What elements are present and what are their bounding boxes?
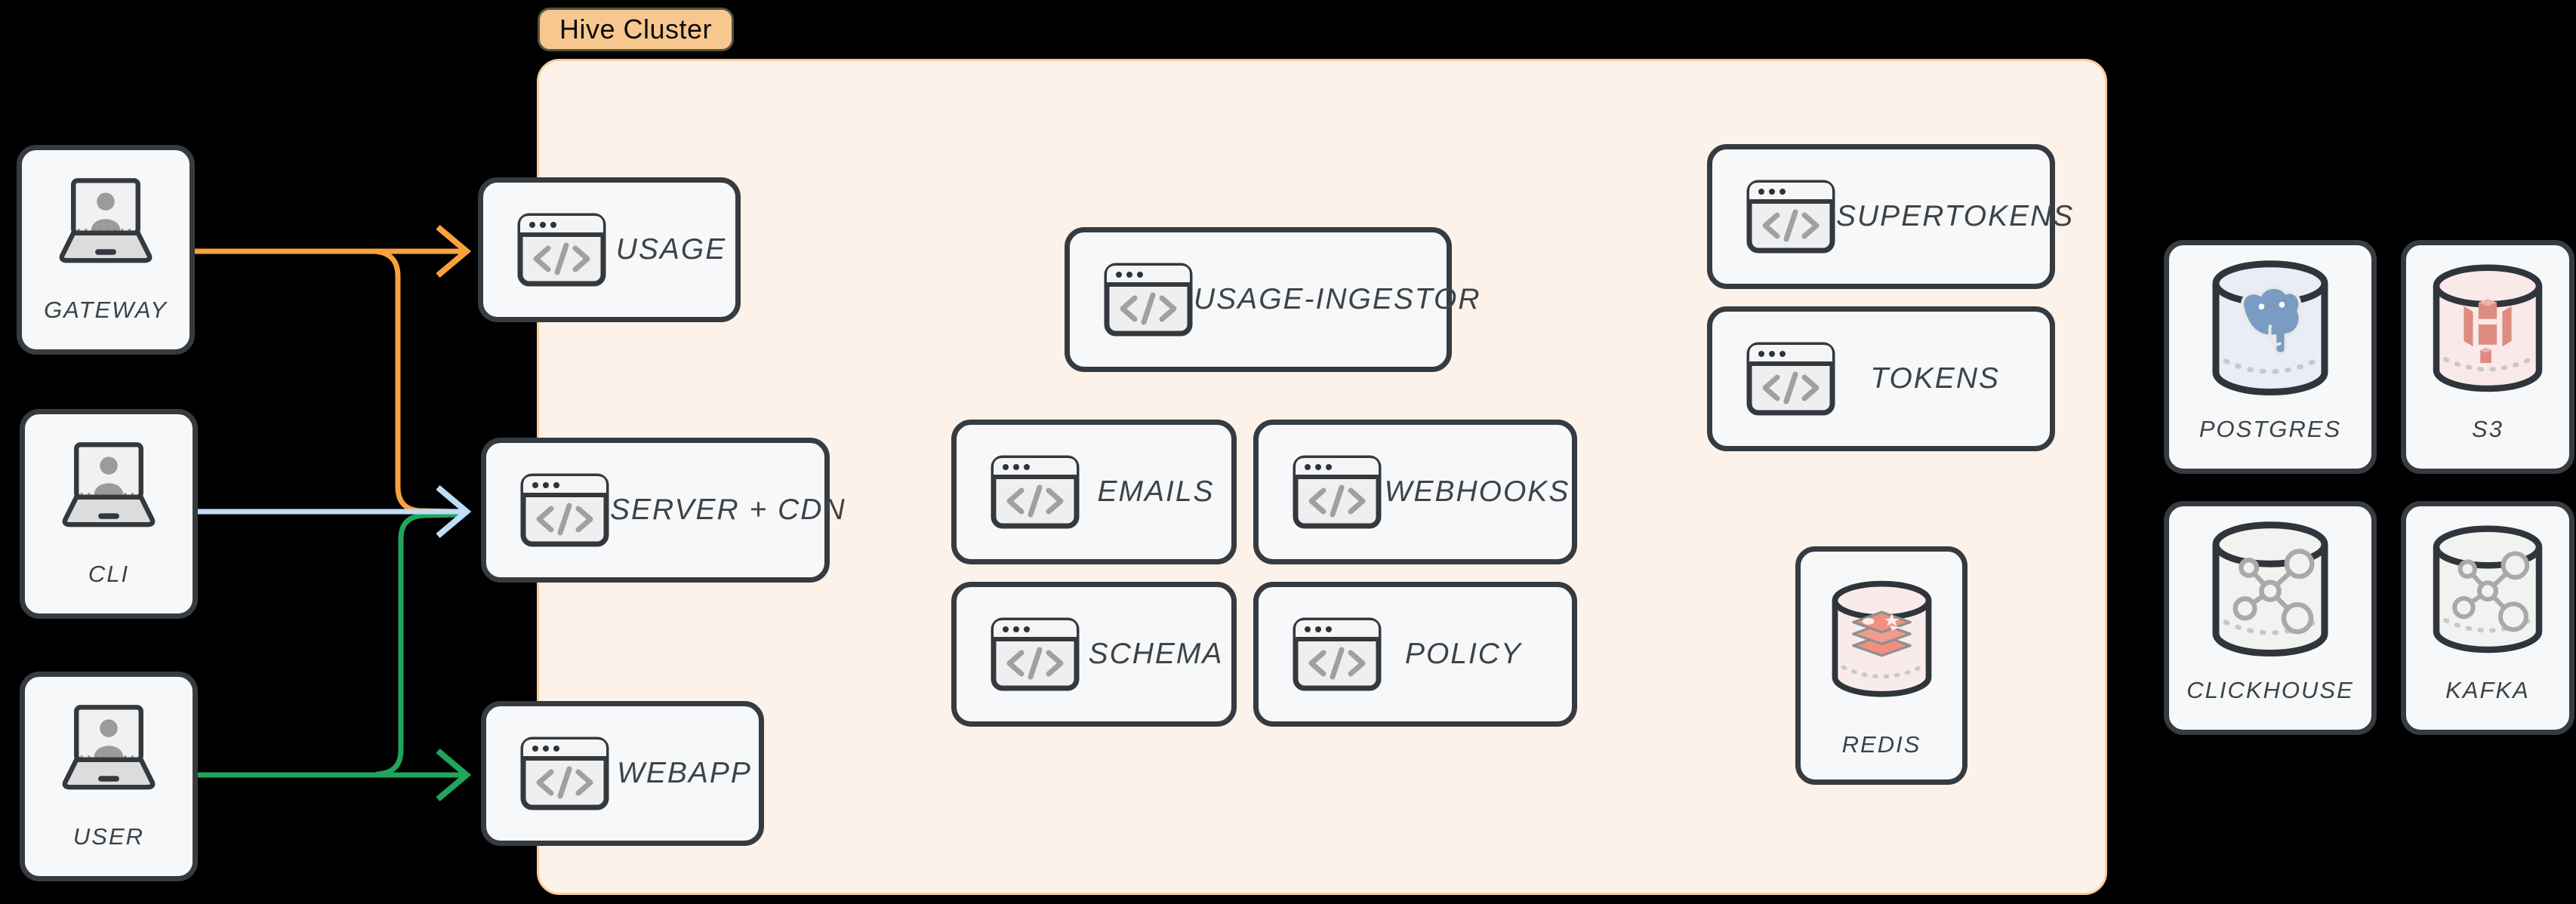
node-label: S3 (2472, 416, 2504, 442)
node-label: WEBHOOKS (1384, 475, 1570, 508)
node-kafka: KAFKA (2401, 501, 2574, 735)
edge-gateway-to-usage (194, 224, 472, 278)
database-redis-icon (1801, 552, 1962, 731)
node-clickhouse: CLICKHOUSE (2164, 501, 2377, 735)
laptop-user-icon (22, 150, 190, 297)
arrowhead-orange (436, 224, 472, 278)
node-webapp: WEBAPP (481, 701, 764, 846)
node-gateway: GATEWAY (17, 145, 195, 355)
node-usage-ingestor: USAGE-INGESTOR (1065, 227, 1480, 372)
node-label: POSTGRES (2199, 416, 2342, 442)
node-server-cdn: SERVER + CDN (481, 438, 845, 583)
arrowhead-green (436, 748, 472, 802)
node-postgres: POSTGRES (2164, 240, 2377, 474)
code-window-icon (519, 736, 610, 811)
node-supertokens: SUPERTOKENS (1707, 144, 2072, 289)
code-window-icon (1292, 617, 1382, 692)
laptop-user-icon (25, 677, 193, 823)
code-window-icon (1746, 341, 1836, 417)
code-window-icon (519, 472, 610, 548)
node-label: WEBAPP (617, 757, 752, 789)
edge-user-to-server-cdn (374, 512, 461, 777)
node-label: POLICY (1404, 638, 1522, 670)
node-label: SUPERTOKENS (1836, 200, 2075, 232)
arrowhead-blue (436, 484, 472, 539)
database-graph-icon (2169, 506, 2371, 677)
code-window-icon (516, 212, 607, 287)
code-window-icon (990, 617, 1080, 692)
node-label: KAFKA (2445, 677, 2530, 703)
edge-cli-to-server-cdn (193, 484, 472, 539)
database-postgres-icon (2169, 245, 2371, 416)
code-window-icon (990, 454, 1080, 530)
node-tokens: TOKENS (1707, 306, 2055, 451)
node-label: SERVER + CDN (610, 494, 846, 526)
hive-cluster-label-text: Hive Cluster (559, 14, 713, 45)
node-emails: EMAILS (951, 420, 1237, 564)
node-user: USER (20, 672, 198, 881)
node-label: GATEWAY (44, 297, 168, 323)
node-label: EMAILS (1097, 475, 1215, 508)
node-label: TOKENS (1870, 362, 2000, 395)
node-label: USAGE (615, 233, 727, 266)
code-window-icon (1746, 179, 1836, 254)
node-policy: POLICY (1253, 582, 1577, 727)
node-label: REDIS (1841, 731, 1921, 758)
laptop-user-icon (25, 414, 193, 561)
node-usage: USAGE (478, 177, 741, 322)
node-cli: CLI (20, 409, 198, 619)
database-graph-icon (2406, 506, 2569, 677)
code-window-icon (1292, 454, 1382, 530)
node-s3: S3 (2401, 240, 2574, 474)
edge-user-to-webapp (193, 748, 472, 802)
node-schema: SCHEMA (951, 582, 1237, 727)
node-redis: REDIS (1795, 546, 1967, 785)
node-label: USER (72, 823, 145, 850)
database-s3-icon (2406, 245, 2569, 416)
node-label: CLICKHOUSE (2186, 677, 2354, 703)
node-label: SCHEMA (1088, 638, 1224, 670)
node-label: CLI (88, 561, 130, 587)
node-label: USAGE-INGESTOR (1194, 283, 1481, 315)
code-window-icon (1103, 262, 1194, 337)
hive-cluster-label: Hive Cluster (538, 8, 735, 51)
edge-gateway-to-server-cdn (371, 248, 461, 515)
node-webhooks: WEBHOOKS (1253, 420, 1577, 564)
